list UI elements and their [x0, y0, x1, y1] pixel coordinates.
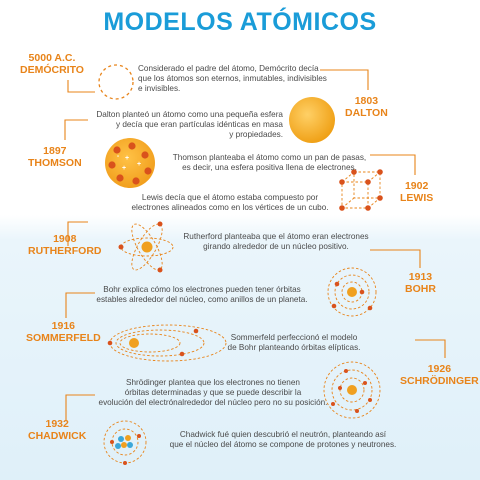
connector-sommerfeld — [65, 292, 95, 318]
connector-chadwick — [65, 394, 95, 420]
description-line: que los átomos son eternos, inmutables, … — [138, 74, 327, 83]
bohr-atom-icon — [327, 267, 377, 317]
lewis-year: 1902 — [404, 180, 429, 192]
thomson-name: THOMSON — [28, 157, 82, 169]
description-line: que el núcleo del átomo se compone de pr… — [169, 440, 397, 449]
description-line: órbitas determinadas y que se puede desc… — [124, 388, 302, 397]
description-line: Sommerfeld perfeccionó el modelo — [230, 333, 358, 342]
svg-text:-: - — [117, 153, 120, 160]
description-line: y decía que eran partículas idénticas en… — [115, 120, 283, 129]
connector-thomson — [64, 119, 88, 140]
description-line: Shrödinger plantea que los electrones no… — [126, 378, 300, 387]
democrito-label: 5000 A.C.DEMÓCRITO — [20, 52, 84, 76]
thomson-description: Thomson planteaba el átomo como un pan d… — [162, 153, 377, 173]
rutherford-year: 1908 — [53, 233, 77, 245]
chadwick-atom-icon — [103, 420, 147, 465]
schrodinger-name: SCHRÖDINGER — [400, 375, 479, 387]
democrito-atom-icon — [98, 64, 134, 100]
description-line: Considerado el padre del átomo, Demócrit… — [138, 64, 319, 73]
svg-text:+: + — [122, 165, 126, 172]
chadwick-description: Chadwick fué quien descubrió el neutrón,… — [158, 430, 408, 450]
description-line: Bohr explica cómo los electrones pueden … — [103, 285, 301, 294]
page-title: MODELOS ATÓMICOS — [103, 8, 377, 36]
thomson-plum-pudding-icon: +++- — [105, 138, 155, 188]
description-line: evolución del electrónalrededor del núcl… — [98, 398, 328, 407]
connector-rutherford — [67, 221, 88, 246]
svg-text:+: + — [125, 155, 129, 162]
lewis-cube-icon — [341, 171, 381, 209]
lewis-description: Lewis decía que el átomo estaba compuest… — [120, 193, 340, 213]
dalton-year: 1803 — [354, 95, 379, 107]
chadwick-year: 1932 — [45, 418, 69, 430]
sommerfeld-description: Sommerfeld perfeccionó el modelo de Bohr… — [224, 333, 364, 353]
description-line: Rutherford planteaba que el átomo eran e… — [183, 232, 369, 241]
dalton-name: DALTON — [345, 107, 388, 119]
connector-lewis — [370, 154, 416, 175]
sommerfeld-year: 1916 — [51, 320, 76, 332]
description-line: electrones alineados como en los vértice… — [131, 203, 329, 212]
democrito-description: Considerado el padre del átomo, Demócrit… — [138, 64, 368, 94]
connector-bohr — [370, 249, 421, 268]
democrito-year: 5000 A.C. — [28, 52, 76, 64]
schrodinger-year: 1926 — [427, 363, 452, 375]
rutherford-description: Rutherford planteaba que el átomo eran e… — [176, 232, 376, 252]
svg-text:+: + — [137, 161, 141, 168]
description-line: y propiedades. — [229, 130, 283, 139]
sommerfeld-name: SOMMERFELD — [26, 332, 101, 344]
lewis-electrons — [339, 169, 383, 211]
connector-dalton — [320, 69, 369, 90]
description-line: estables alrededor del núcleo, como anil… — [96, 295, 308, 304]
description-line: de Bohr planteando órbitas elípticas. — [227, 343, 361, 352]
connector-democrito — [67, 80, 95, 93]
democrito-name: DEMÓCRITO — [20, 64, 84, 76]
bohr-description: Bohr explica cómo los electrones pueden … — [82, 285, 322, 305]
connector-schrodinger — [415, 339, 446, 358]
dalton-description: Dalton planteó un átomo como una pequeña… — [78, 110, 283, 140]
description-line: girando alrededor de un núcleo positivo. — [203, 242, 349, 251]
connector-lines — [64, 69, 446, 420]
bohr-year: 1913 — [408, 271, 433, 283]
description-line: Dalton planteó un átomo como una pequeña… — [96, 110, 283, 119]
description-line: Lewis decía que el átomo estaba compuest… — [141, 193, 319, 202]
bohr-name: BOHR — [405, 283, 436, 295]
description-line: Thomson planteaba el átomo como un pan d… — [172, 153, 367, 162]
rutherford-atom-icon — [118, 221, 174, 273]
description-line: es decir, una esfera positiva llena de e… — [182, 163, 357, 172]
description-line: e invisibles. — [138, 84, 181, 93]
schrodinger-description: Shrödinger plantea que los electrones no… — [98, 378, 328, 408]
chadwick-name: CHADWICK — [28, 430, 87, 442]
schrodinger-atom-icon — [323, 361, 381, 419]
sommerfeld-atom-icon — [107, 324, 227, 362]
thomson-year: 1897 — [43, 145, 67, 157]
dalton-sphere-icon — [289, 97, 335, 143]
lewis-name: LEWIS — [400, 192, 434, 204]
rutherford-name: RUTHERFORD — [28, 245, 102, 257]
description-line: Chadwick fué quien descubrió el neutrón,… — [179, 430, 387, 439]
